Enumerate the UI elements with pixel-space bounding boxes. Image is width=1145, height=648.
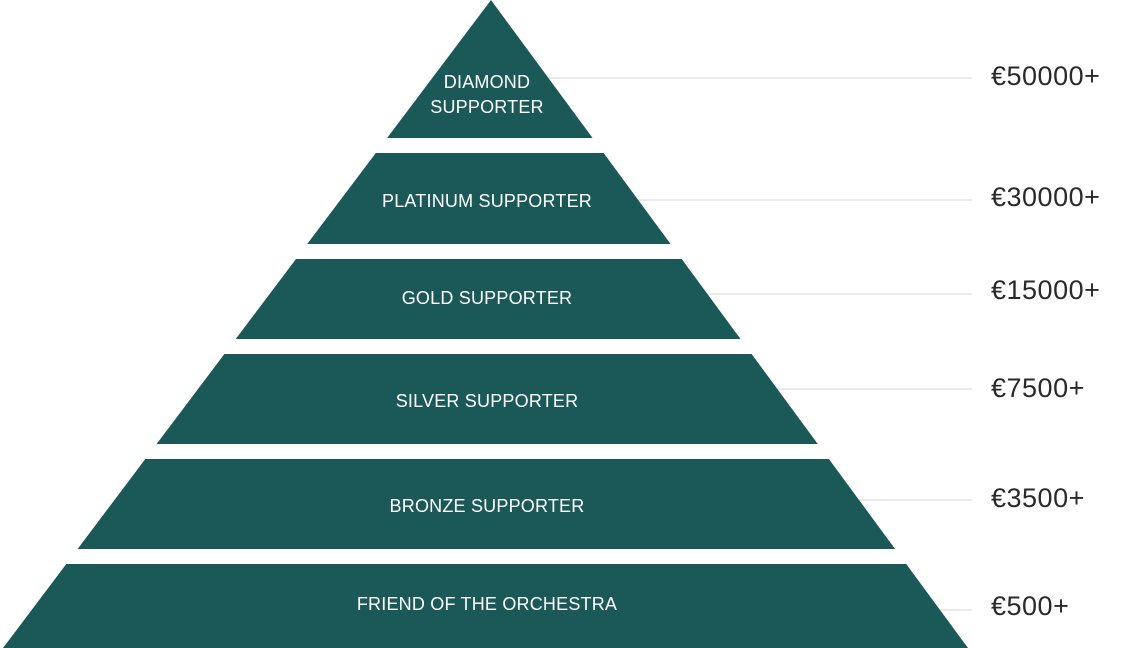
tier-band — [307, 153, 671, 244]
tier-name: SUPPORTER — [430, 97, 544, 117]
tier-price: €50000+ — [991, 61, 1100, 91]
tier-4: SILVER SUPPORTER €7500+ — [156, 354, 1085, 444]
tier-price: €500+ — [991, 591, 1069, 621]
tier-5: BRONZE SUPPORTER €3500+ — [77, 459, 1085, 549]
tier-band — [77, 459, 896, 549]
tier-price: €30000+ — [991, 182, 1100, 212]
tier-price: €7500+ — [991, 373, 1085, 403]
tier-name: DIAMOND — [444, 72, 530, 92]
tier-6: FRIEND OF THE ORCHESTRA €500+ — [3, 564, 1069, 648]
tier-3: GOLD SUPPORTER €15000+ — [235, 259, 1100, 339]
tier-name: BRONZE SUPPORTER — [390, 496, 585, 516]
tier-1: DIAMOND SUPPORTER €50000+ — [387, 0, 1100, 138]
tier-band — [387, 0, 593, 138]
tier-2: PLATINUM SUPPORTER €30000+ — [307, 153, 1100, 244]
tier-name: GOLD SUPPORTER — [402, 288, 573, 308]
tier-band — [235, 259, 741, 339]
tier-band — [3, 564, 968, 648]
tier-price: €3500+ — [991, 483, 1085, 513]
tier-name: PLATINUM SUPPORTER — [382, 191, 592, 211]
tier-name: SILVER SUPPORTER — [396, 391, 579, 411]
tier-name: FRIEND OF THE ORCHESTRA — [357, 594, 617, 614]
tier-price: €15000+ — [991, 275, 1100, 305]
tier-band — [156, 354, 818, 444]
